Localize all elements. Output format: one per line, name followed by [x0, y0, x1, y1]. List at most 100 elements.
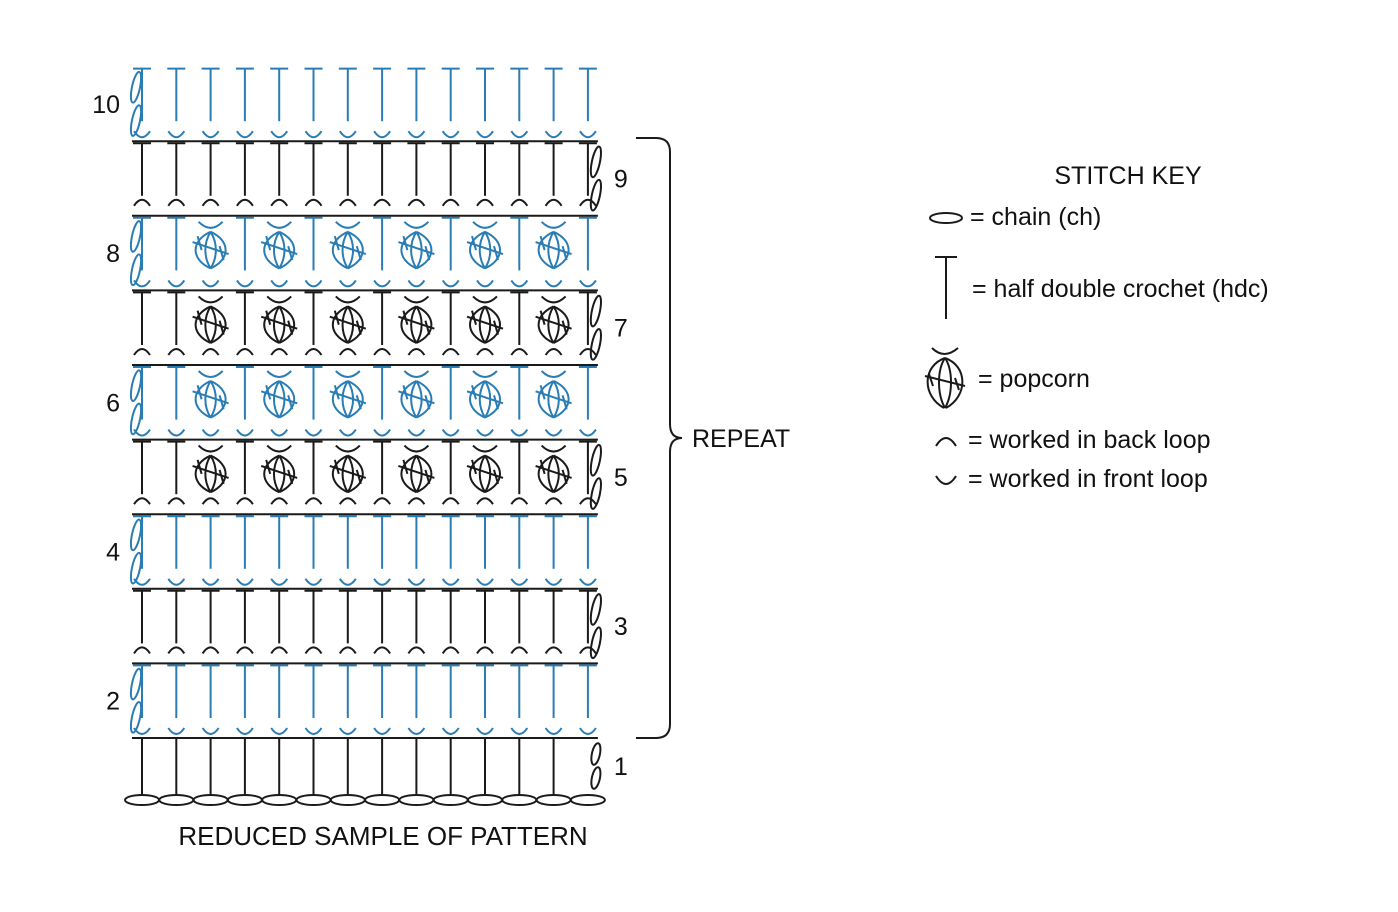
chain-stitch: [569, 794, 606, 806]
popcorn-stitch: [424, 320, 431, 335]
turning-chain: [129, 518, 143, 552]
back-loop-mark: [270, 348, 289, 356]
back-loop-mark: [579, 198, 597, 207]
popcorn-stitch: [478, 305, 486, 344]
popcorn-stitch: [471, 235, 477, 251]
popcorn-stitch: [192, 315, 229, 330]
popcorn-stitch: [355, 395, 362, 410]
front-loop-mark: [544, 130, 563, 139]
popcorn-stitch: [341, 380, 349, 419]
front-loop-mark: [476, 429, 494, 437]
chain-stitch: [158, 794, 195, 806]
front-loop-mark: [441, 578, 460, 586]
popcorn-stitch: [266, 444, 292, 453]
popcorn-stitch: [493, 320, 499, 335]
row-number-label: 7: [614, 315, 628, 343]
popcorn-stitch: [398, 315, 435, 330]
popcorn-stitch: [335, 444, 361, 453]
popcorn-stitch: [472, 444, 498, 453]
popcorn-stitch: [403, 295, 430, 304]
front-loop-mark: [476, 727, 494, 735]
popcorn-stitch: [415, 305, 433, 344]
popcorn-stitch: [484, 230, 501, 270]
back-loop-mark: [510, 497, 529, 505]
popcorn-stitch: [424, 469, 431, 485]
popcorn-stitch: [539, 310, 546, 325]
popcorn-stitch: [192, 464, 229, 479]
chain-stitch: [535, 794, 572, 806]
popcorn-stitch: [400, 305, 417, 344]
popcorn-stitch: [466, 464, 504, 479]
popcorn-stitch: [553, 230, 570, 270]
front-loop-mark: [304, 578, 323, 586]
popcorn-stitch: [537, 305, 555, 344]
popcorn-stitch: [197, 295, 224, 304]
back-loop-mark: [579, 646, 597, 654]
turning-chain: [589, 593, 602, 626]
chain-stitch: [124, 794, 160, 806]
front-loop-mark: [441, 279, 460, 288]
key-popcorn-label: = popcorn: [978, 365, 1090, 393]
popcorn-stitch: [493, 395, 499, 410]
back-loop-mark: [579, 348, 597, 356]
popcorn-stitch: [331, 454, 349, 494]
turning-chain: [590, 742, 602, 766]
popcorn-stitch: [355, 245, 362, 261]
popcorn-stitch: [260, 315, 298, 330]
popcorn-stitch: [547, 455, 555, 493]
popcorn-stitch: [561, 469, 568, 485]
popcorn-stitch: [469, 380, 486, 419]
front-loop-mark: [407, 429, 426, 437]
popcorn-stitch: [402, 385, 409, 400]
popcorn-stitch: [547, 305, 555, 344]
front-loop-mark: [579, 578, 597, 586]
key-hdc-label: = half double crochet (hdc): [972, 275, 1269, 303]
back-loop-mark: [476, 348, 494, 356]
popcorn-stitch: [263, 230, 280, 270]
turning-chain: [129, 104, 143, 137]
front-loop-mark: [407, 130, 426, 139]
turning-chain: [589, 328, 602, 361]
popcorn-stitch: [400, 230, 417, 270]
popcorn-stitch: [218, 469, 225, 485]
turning-chain: [129, 402, 143, 436]
back-loop-mark: [167, 348, 186, 356]
row-number-label: 1: [614, 753, 628, 781]
chain-stitch: [329, 794, 366, 806]
front-loop-mark: [373, 578, 391, 586]
back-loop-mark: [304, 497, 323, 505]
popcorn-stitch: [218, 395, 225, 410]
popcorn-stitch: [347, 380, 364, 419]
popcorn-stitch: [265, 235, 272, 251]
popcorn-stitch: [540, 295, 567, 304]
popcorn-stitch: [329, 315, 367, 330]
popcorn-stitch: [204, 455, 212, 493]
popcorn-stitch: [331, 380, 349, 419]
back-loop-mark: [236, 646, 254, 654]
front-loop-mark: [338, 429, 357, 437]
popcorn-stitch: [196, 310, 203, 325]
popcorn-stitch: [547, 380, 555, 419]
popcorn-stitch: [478, 455, 486, 493]
popcorn-stitch: [424, 245, 431, 261]
popcorn-stitch: [355, 469, 362, 485]
chain-stitch: [192, 794, 229, 806]
chain-stitch: [295, 794, 332, 806]
front-loop-mark: [338, 130, 357, 139]
popcorn-stitch: [478, 380, 486, 419]
popcorn-stitch: [561, 245, 568, 261]
front-loop-mark: [579, 727, 597, 735]
back-loop-mark: [407, 646, 426, 654]
popcorn-stitch: [410, 305, 418, 344]
back-loop-mark: [441, 348, 460, 356]
back-loop-mark: [510, 646, 529, 654]
popcorn-stitch: [287, 245, 294, 261]
front-loop-mark: [167, 130, 186, 139]
back-loop-mark: [270, 198, 289, 207]
front-loop-mark: [544, 727, 563, 735]
popcorn-stitch: [265, 459, 272, 475]
back-loop-mark: [510, 198, 529, 207]
popcorn-stitch: [484, 454, 501, 494]
front-loop-mark: [544, 429, 563, 437]
back-loop-mark: [133, 646, 151, 654]
